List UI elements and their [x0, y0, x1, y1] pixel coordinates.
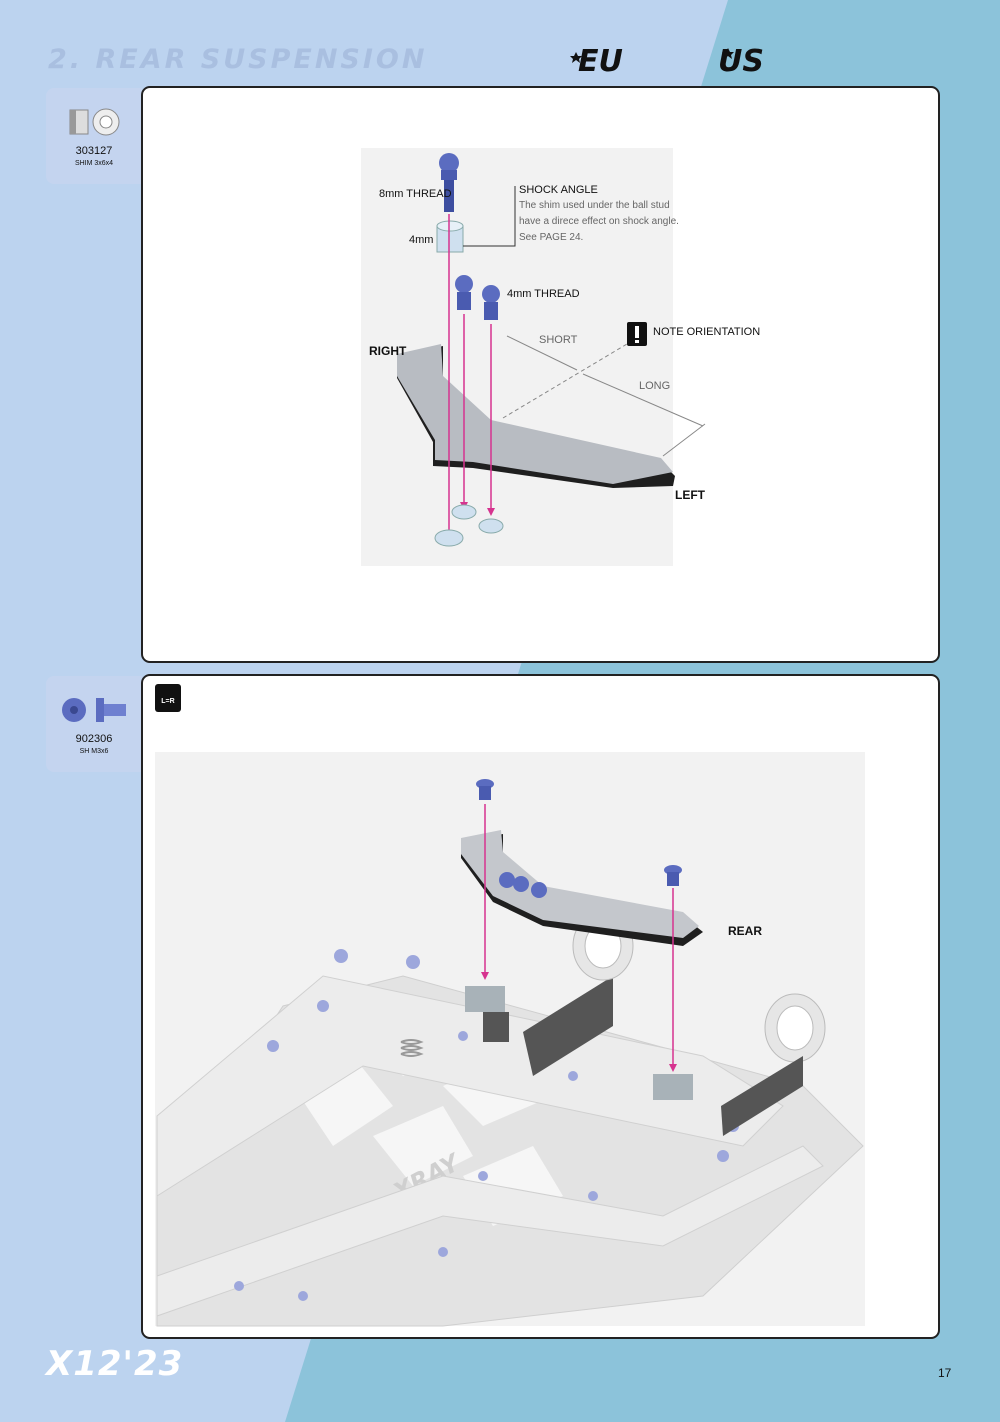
page-number: 17	[938, 1366, 952, 1380]
nuts	[434, 504, 504, 547]
label-8mm-thread: 8mm THREAD	[379, 188, 452, 200]
step1-panel: 8mm THREAD 4mm SHOCK ANGLE The shim used…	[141, 86, 940, 663]
label-short: SHORT	[539, 334, 578, 346]
part-tab-303127: 303127 SHIM 3x6x4	[46, 88, 142, 184]
spring	[400, 1039, 424, 1057]
label-shock-line1: The shim used under the ball stud	[519, 200, 670, 211]
label-note-orientation: NOTE ORIENTATION	[653, 326, 761, 338]
label-shock-line3: See PAGE 24.	[519, 232, 584, 243]
lr-badge: L=R	[155, 684, 181, 712]
label-shock-line2: have a direce effect on shock angle.	[519, 216, 679, 227]
part-number: 902306	[75, 733, 113, 745]
shim-icon	[69, 108, 120, 136]
part-description: SH M3x6	[79, 748, 109, 755]
label-left: LEFT	[675, 488, 705, 502]
logo-eu-text: EU	[578, 44, 623, 79]
logo-us-text: US	[718, 44, 764, 79]
screw-icon	[62, 698, 126, 722]
shock-tower-posts	[465, 986, 693, 1100]
label-long: LONG	[639, 380, 671, 392]
eu-us-logo: EU US	[570, 44, 764, 79]
screws-m3x6	[476, 779, 682, 886]
part-number: 303127	[75, 145, 113, 157]
label-4mm-thread: 4mm THREAD	[507, 288, 580, 300]
lr-badge-text: L=R	[161, 698, 175, 705]
motor-mount	[523, 911, 826, 1136]
label-rear: REAR	[728, 924, 763, 938]
label-shock-angle: SHOCK ANGLE	[519, 184, 598, 196]
rear-shock-tower	[461, 830, 703, 946]
shock-tower-plate	[397, 344, 675, 488]
star-icon	[570, 52, 582, 63]
star-icon	[722, 48, 734, 59]
model-logo: X12'23	[46, 1344, 184, 1384]
label-4mm: 4mm	[409, 234, 434, 246]
ball-stud-4mm	[455, 275, 500, 320]
part-tab-902306: 902306 SH M3x6	[46, 676, 142, 772]
step2-illustration: XRAY	[155, 752, 865, 1327]
label-right: RIGHT	[369, 344, 407, 358]
ball-stud-8mm	[439, 153, 459, 212]
part-description: SHIM 3x6x4	[74, 160, 114, 167]
step2-panel: L=R XRAY	[141, 674, 940, 1339]
step1-illustration	[361, 148, 706, 566]
section-title: 2. REAR SUSPENSION	[48, 44, 428, 75]
shim-4mm	[436, 220, 464, 253]
